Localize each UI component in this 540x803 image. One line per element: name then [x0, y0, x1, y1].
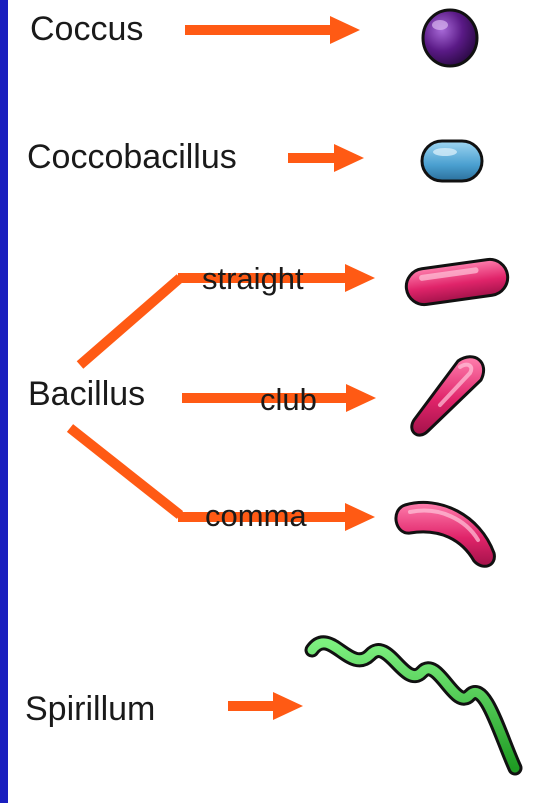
oval-cell-icon: [422, 141, 482, 181]
arrow-coccobacillus: [288, 144, 364, 172]
label-straight: straight: [202, 261, 304, 296]
label-comma: comma: [205, 498, 307, 533]
straight-rod-icon: [404, 257, 510, 307]
arrow-spirillum: [228, 692, 303, 720]
comma-rod-icon: [396, 502, 494, 566]
label-club: club: [260, 382, 317, 417]
round-cell-icon: [423, 10, 477, 66]
club-rod-icon: [412, 357, 484, 435]
label-bacillus: Bacillus: [28, 375, 145, 413]
arrow-coccus: [185, 16, 360, 44]
label-coccobacillus: Coccobacillus: [27, 138, 237, 176]
label-coccus: Coccus: [30, 10, 143, 48]
label-spirillum: Spirillum: [25, 690, 155, 728]
spiral-cell-icon: [312, 643, 515, 768]
